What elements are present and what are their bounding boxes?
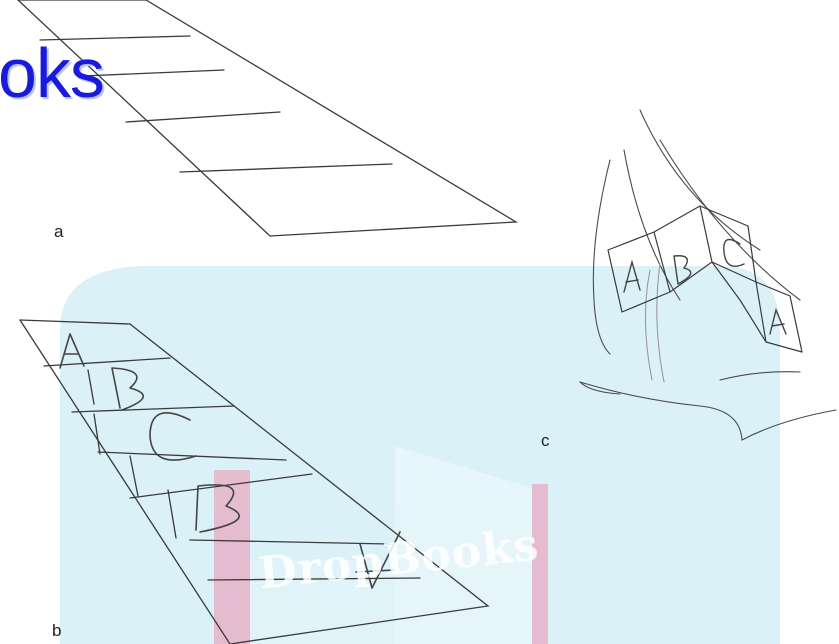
letter-c-c [724, 240, 744, 267]
figure-label-c: c [541, 431, 550, 451]
figure-label-a: a [54, 222, 63, 242]
figure-label-b: b [52, 621, 61, 641]
header-wordmark: oks [0, 38, 104, 108]
